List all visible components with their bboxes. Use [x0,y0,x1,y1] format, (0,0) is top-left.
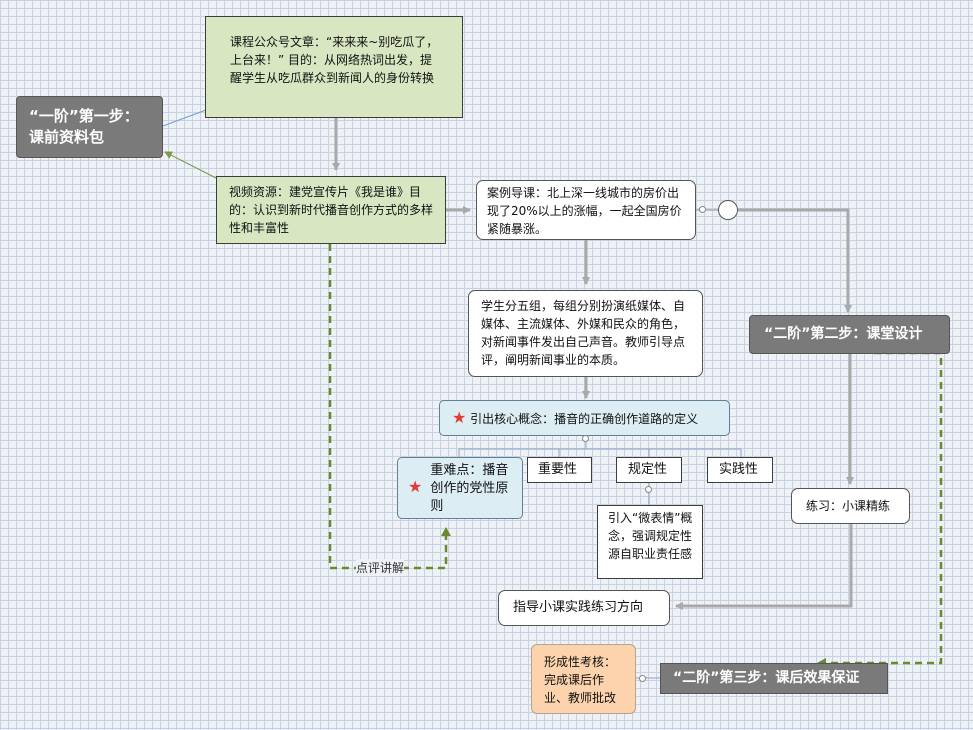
node-step3[interactable]: “二阶”第三步：课后效果保证 [660,663,888,694]
star-icon: ★ [452,408,467,427]
link-exercise-guide [675,524,853,610]
link-video-step1 [164,151,217,179]
node-difficulty-label: 重难点：播音创作的党性原则 [430,463,509,514]
link-video-difficulty [328,244,451,570]
node-step1[interactable]: “一阶”第一步：课前资料包 [16,96,163,158]
node-micro[interactable]: 引入“微表情”概念，强调规定性源自职业责任感 [597,505,703,579]
collapse-dot-normative[interactable] [645,486,652,493]
node-groups[interactable]: 学生分五组，每组分别扮演纸媒体、自媒体、主流媒体、外媒和民众的角色，对新闻事件发… [468,290,703,377]
node-core-label: 引出核心概念：播音的正确创作道路的定义 [470,412,699,426]
node-practice[interactable]: 实践性 [707,457,773,483]
node-video[interactable]: 视频资源：建党宣传片《我是谁》目的：认识到新时代播音创作方式的多样性和丰富性 [216,176,446,244]
node-exercise[interactable]: 练习：小课精练 [791,488,910,524]
node-difficulty[interactable]: ★ 重难点：播音创作的党性原则 [397,457,523,519]
node-article[interactable]: 课程公众号文章：“来来来~别吃瓜了，上台来！” 目的：从网络热词出发，提醒学生从… [205,16,463,118]
link-core-children [458,437,742,457]
node-assess[interactable]: 形成性考核：完成课后作业、教师批改 [531,644,636,714]
link-step1-article [162,109,207,127]
node-case[interactable]: 案例导课：北上深一线城市的房价出现了20%以上的涨幅，一起全国房价紧随暴涨。 [476,180,696,240]
node-normative[interactable]: 规定性 [616,457,682,483]
node-core[interactable]: ★ 引出核心概念：播音的正确创作道路的定义 [439,400,730,436]
node-step2[interactable]: “二阶”第二步：课堂设计 [749,315,950,354]
edge-label-review: 点评讲解 [356,559,405,576]
collapse-dot[interactable] [699,206,706,213]
node-junction-circle [718,200,738,220]
node-guide[interactable]: 指导小课实践练习方向 [498,590,670,626]
star-icon: ★ [408,477,423,496]
node-importance[interactable]: 重要性 [527,457,592,483]
link-circle-step2 [738,208,852,313]
collapse-dot-core[interactable] [582,435,589,442]
collapse-dot-step3[interactable] [639,675,646,682]
